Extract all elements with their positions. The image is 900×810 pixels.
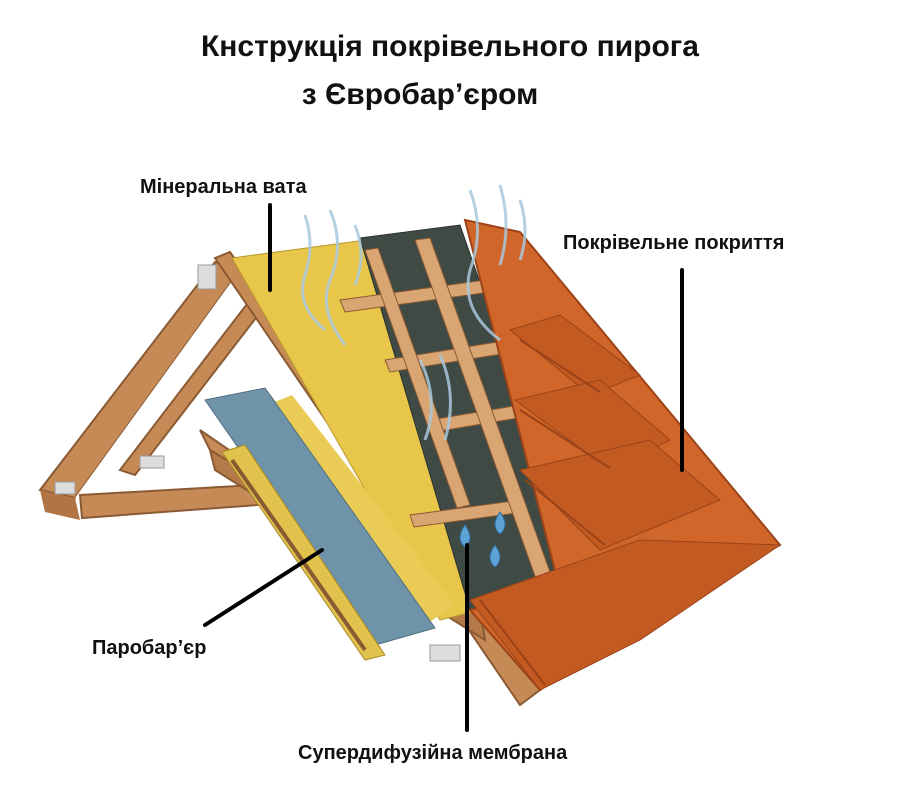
label-mineral-wool: Мінеральна вата (140, 176, 307, 199)
label-roof-covering: Покрівельне покриття (563, 232, 784, 255)
vapor-barrier-leader (205, 550, 322, 625)
label-membrane: Супердифузійна мембрана (298, 742, 567, 765)
label-vapor-barrier: Паробар’єр (92, 637, 206, 660)
back-truss (40, 262, 262, 520)
